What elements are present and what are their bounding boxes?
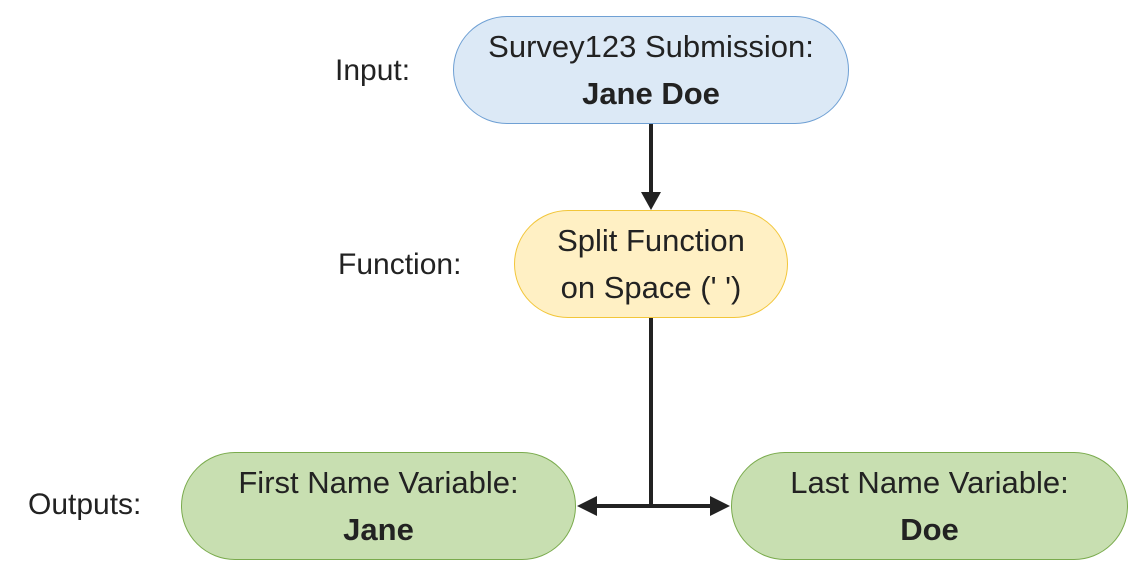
function-label: Function: (338, 248, 462, 281)
function-node: Split Function on Space (' ') (514, 210, 788, 318)
last-name-node-title: Last Name Variable: (790, 465, 1069, 500)
last-name-node-value: Doe (900, 512, 959, 547)
last-name-node: Last Name Variable: Doe (731, 452, 1128, 560)
input-label: Input: (335, 54, 411, 87)
input-node-value: Jane Doe (582, 76, 720, 111)
input-node: Survey123 Submission: Jane Doe (453, 16, 849, 124)
input-node-title: Survey123 Submission: (488, 29, 814, 64)
outputs-label: Outputs: (28, 488, 142, 521)
function-node-line1: Split Function (557, 223, 745, 258)
arrow-input-to-function-head (641, 192, 661, 210)
first-name-node: First Name Variable: Jane (181, 452, 576, 560)
arrow-to-last-name-head (710, 496, 730, 516)
function-node-line2: on Space (' ') (560, 270, 742, 305)
arrow-to-first-name-head (577, 496, 597, 516)
first-name-node-title: First Name Variable: (238, 465, 519, 500)
first-name-node-value: Jane (343, 512, 414, 547)
